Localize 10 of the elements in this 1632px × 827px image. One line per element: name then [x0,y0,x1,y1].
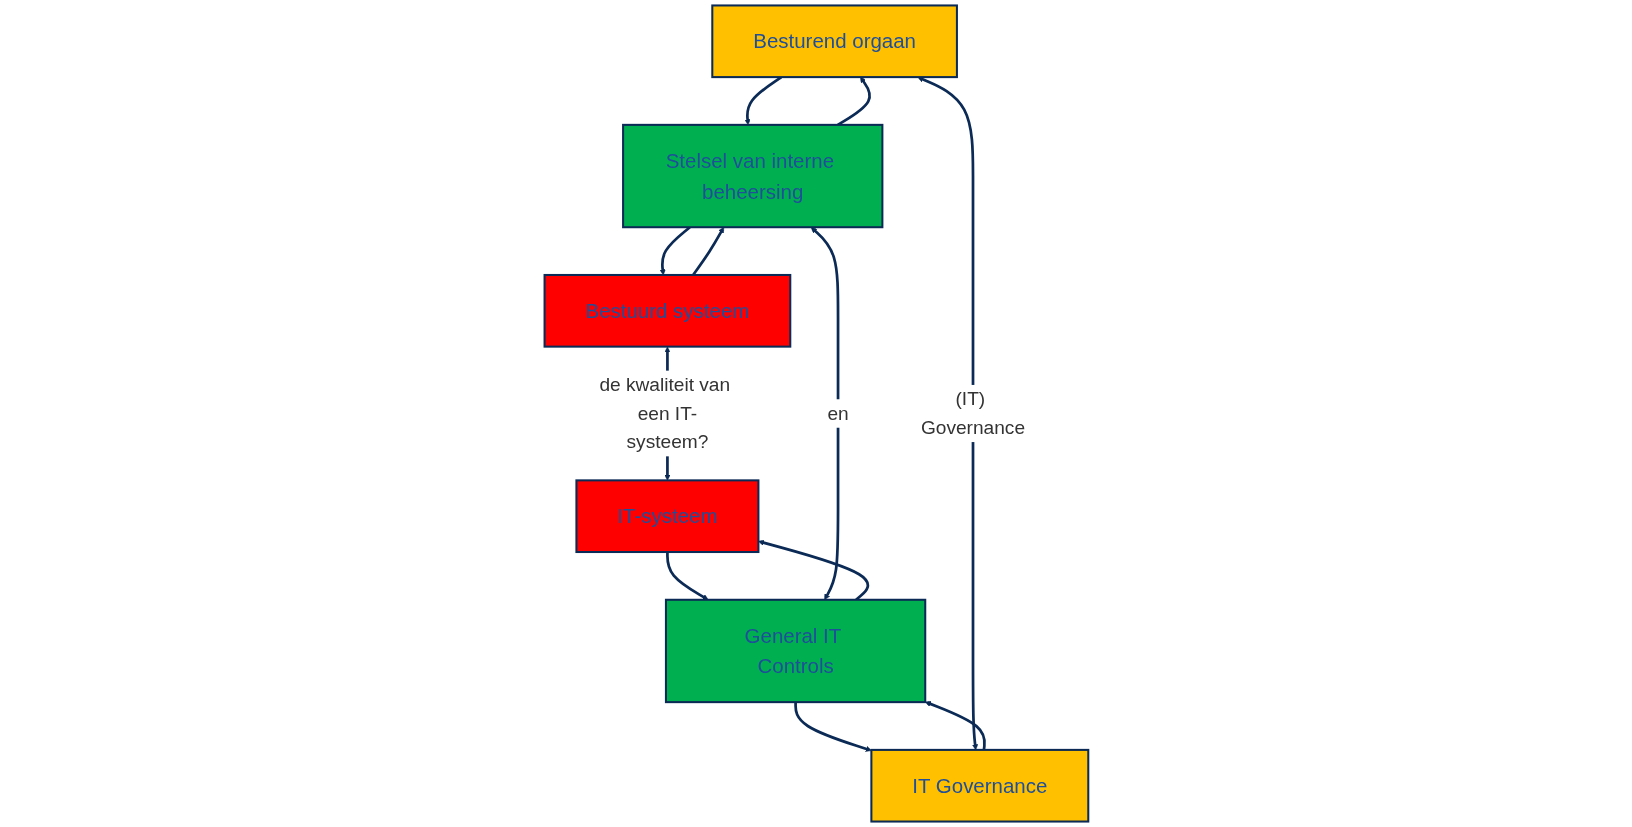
node-box: General IT Controls [664,598,926,704]
edge-label: en [826,402,849,424]
node-box: Bestuurd systeem [543,273,791,348]
node-box: Stelsel van interne beheersing [621,123,883,229]
edge-label: (IT) Governance [920,388,1025,439]
node-box: Besturend orgaan [710,4,958,79]
arrow [793,702,872,752]
node-box: IT Governance [869,748,1089,823]
edge-label: de kwaliteit van een IT-systeem? [599,373,730,453]
node-box: IT-systeem [575,479,759,554]
